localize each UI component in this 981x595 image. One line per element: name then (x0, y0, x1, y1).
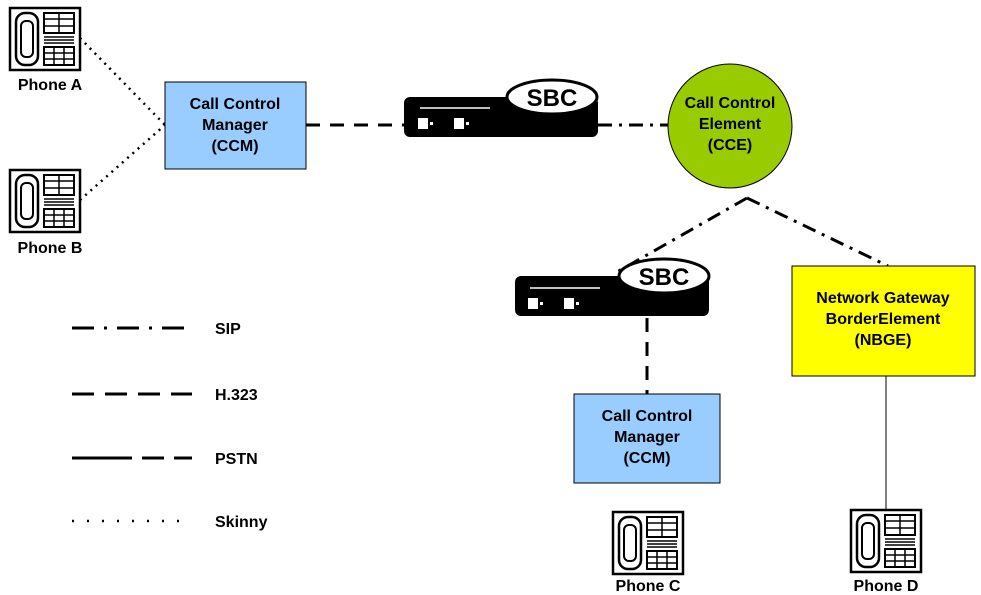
skinny-link-phone-a (79, 37, 166, 126)
phone-c-label: Phone C (616, 578, 681, 595)
phone-d-label: Phone D (854, 578, 919, 595)
legend-item-skinny: Skinny (72, 514, 268, 531)
phone-d[interactable]: Phone D (849, 508, 923, 595)
sbc-bottom-badge (617, 257, 711, 295)
legend-item-sip: SIP (72, 321, 241, 338)
sbc-top-port (418, 118, 428, 129)
ccm-bottom-line2: Manager (614, 429, 680, 446)
nbge-line1: Network Gateway (816, 290, 949, 307)
sbc-bottom-port (564, 298, 574, 309)
ccm-bottom-line3: (CCM) (623, 450, 670, 467)
connections (79, 37, 889, 509)
phone-b[interactable]: Phone B (8, 168, 83, 257)
legend-label-h323: H.323 (215, 387, 258, 404)
phone-a[interactable]: Phone A (8, 6, 83, 94)
phone-icon (8, 168, 82, 234)
sbc-top-port (454, 118, 464, 129)
cce-circle (667, 63, 793, 189)
sbc-bottom-port-led (576, 302, 579, 305)
sbc-top-badge (505, 78, 599, 116)
phone-c[interactable]: Phone C (611, 510, 685, 595)
sbc-bottom-port-led (540, 302, 543, 305)
phone-icon (611, 510, 685, 576)
skinny-link-phone-b (79, 124, 166, 201)
nbge[interactable]: Network Gateway BorderElement (NBGE) (791, 265, 976, 377)
phone-b-label: Phone B (18, 240, 83, 257)
sbc-top-port-led (466, 122, 469, 125)
ccm-bottom[interactable]: Call Control Manager (CCM) (573, 393, 721, 484)
nbge-box (791, 265, 976, 377)
sbc-top-label: SBC (527, 85, 578, 112)
phone-icon (849, 508, 923, 574)
phone-icon (8, 6, 82, 72)
ccm-bottom-line1: Call Control (602, 408, 693, 425)
ccm-top-line1: Call Control (190, 96, 281, 113)
phone-a-label: Phone A (18, 77, 83, 94)
sbc-top[interactable]: SBC (404, 78, 599, 137)
legend: SIP H.323 PSTN Skinny (72, 321, 268, 531)
sip-link-cce-sbc (616, 196, 748, 274)
cce[interactable]: Call Control Element (CCE) (667, 63, 793, 189)
legend-label-pstn: PSTN (215, 451, 258, 468)
ccm-bottom-box (573, 393, 721, 484)
sbc-bottom[interactable]: SBC (515, 257, 711, 316)
cce-line3: (CCE) (708, 137, 752, 154)
nbge-line2: BorderElement (826, 311, 941, 328)
sip-link-cce-nbge (746, 196, 889, 268)
sbc-top-port-led (430, 122, 433, 125)
legend-label-skinny: Skinny (215, 514, 268, 531)
ccm-top-line2: Manager (202, 117, 268, 134)
legend-item-pstn: PSTN (72, 451, 258, 468)
ccm-top-line3: (CCM) (211, 138, 258, 155)
cce-line2: Element (699, 116, 762, 133)
nbge-line3: (NBGE) (855, 332, 912, 349)
sbc-bottom-port (528, 298, 538, 309)
legend-item-h323: H.323 (72, 387, 258, 404)
ccm-top-box (164, 81, 307, 170)
cce-line1: Call Control (685, 95, 776, 112)
legend-label-sip: SIP (215, 321, 241, 338)
ccm-top[interactable]: Call Control Manager (CCM) (164, 81, 307, 170)
sbc-bottom-label: SBC (639, 264, 690, 291)
